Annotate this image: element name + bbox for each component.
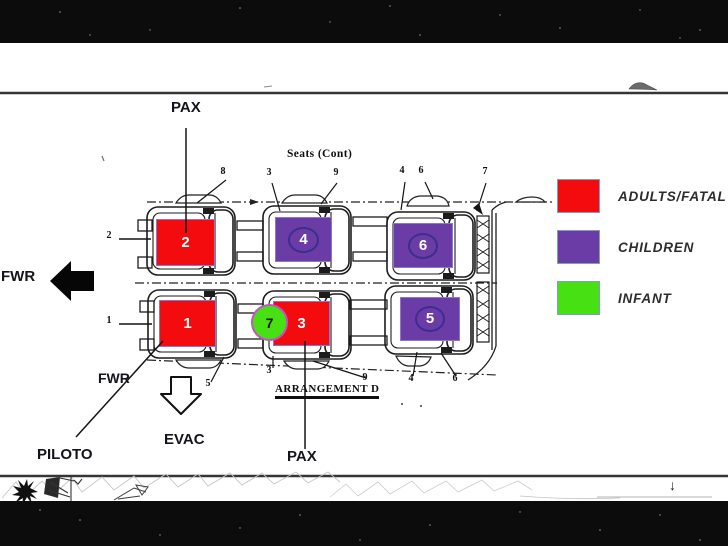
callout-left-1: 1 xyxy=(106,315,112,326)
callout-top-9: 9 xyxy=(333,167,339,178)
callout-bottom-6: 6 xyxy=(452,373,458,384)
seat-bumps xyxy=(174,194,547,370)
callout-bottom-9: 9 xyxy=(362,372,368,383)
seat-marker-1: 1 xyxy=(159,300,216,347)
seat-number: 1 xyxy=(183,315,192,332)
callout-bottom-5: 5 xyxy=(205,378,211,389)
label-fwd-inner: FWR xyxy=(98,370,130,386)
seat-marker-5: 5 xyxy=(400,297,460,341)
seat-number: 3 xyxy=(297,315,306,332)
legend-item-infant: INFANT xyxy=(557,281,672,315)
seat-marker-6: 6 xyxy=(393,223,453,268)
evac-arrow-icon xyxy=(160,376,202,415)
legend-item-adults-fatal: ADULTS/FATAL xyxy=(557,179,727,213)
seat-marker-2: 2 xyxy=(156,219,215,266)
line-direction-tick xyxy=(250,199,259,205)
sketch-doodle-arrow xyxy=(113,484,149,501)
label-pilot: PILOTO xyxy=(37,446,93,463)
callout-left-2: 2 xyxy=(106,230,112,241)
frame-noise-speckles xyxy=(39,5,701,541)
label-evac: EVAC xyxy=(164,431,205,448)
children-swatch xyxy=(557,230,600,264)
callout-top-8: 8 xyxy=(220,166,226,177)
seat-marker-4: 4 xyxy=(275,217,332,262)
arrangement-label: ARRANGEMENT D xyxy=(275,383,380,399)
callout-top-4: 4 xyxy=(399,165,405,176)
callout-top-6: 6 xyxy=(418,165,424,176)
legend-label: ADULTS/FATAL xyxy=(618,188,727,204)
infant-number: 7 xyxy=(265,314,274,331)
infant-swatch xyxy=(557,281,600,315)
legend-item-children: CHILDREN xyxy=(557,230,694,264)
label-pax-bottom: PAX xyxy=(287,448,317,465)
hatch-strip xyxy=(467,201,507,381)
callout-top-3: 3 xyxy=(266,167,272,178)
seat-number-oval: 5 xyxy=(414,306,446,332)
label-fwd: FWR xyxy=(1,268,36,285)
bottom-frame-bar xyxy=(0,501,728,546)
top-frame-bar xyxy=(0,0,728,43)
seat-number-oval: 6 xyxy=(407,232,439,259)
seat-number-oval: 4 xyxy=(288,226,319,253)
legend-label: CHILDREN xyxy=(618,239,695,255)
legend-label: INFANT xyxy=(618,290,672,306)
callout-top-7: 7 xyxy=(482,166,488,177)
sketch-doodle-left xyxy=(44,477,83,501)
infant-marker-7: 7 xyxy=(251,304,288,341)
fwd-arrow-icon xyxy=(50,261,94,301)
seat-number: 2 xyxy=(181,234,190,251)
label-pax-top: PAX xyxy=(171,99,201,116)
section-title: Seats (Cont) xyxy=(287,148,353,160)
down-arrow-icon: ↓ xyxy=(669,477,676,493)
adults-fatal-swatch xyxy=(557,179,600,213)
callout-bottom-3: 3 xyxy=(266,365,272,376)
callout-bottom-4: 4 xyxy=(408,373,414,384)
